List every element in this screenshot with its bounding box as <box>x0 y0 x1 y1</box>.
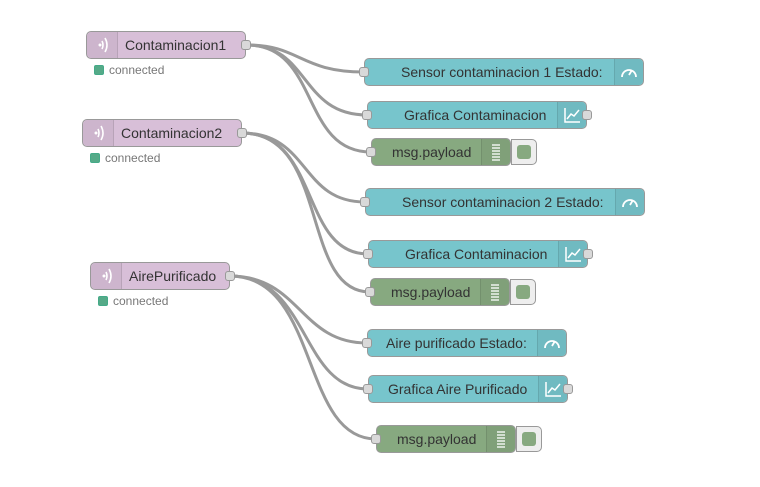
line-chart-icon <box>538 376 567 402</box>
node-label: Sensor contaminacion 2 Estado: <box>402 194 604 210</box>
chart-node-contaminacion-2[interactable]: Grafica Contaminacion <box>363 240 593 268</box>
gauge-node-sensor-2[interactable]: Sensor contaminacion 2 Estado: <box>360 188 645 216</box>
debug-toggle-button[interactable] <box>516 426 542 452</box>
chart-node-contaminacion-1[interactable]: Grafica Contaminacion <box>362 101 592 129</box>
output-port[interactable] <box>563 384 573 394</box>
mqtt-in-node-contaminacion2[interactable]: Contaminacion2 <box>82 119 247 147</box>
debug-node-1[interactable]: msg.payload <box>366 138 511 166</box>
gauge-node-sensor-1[interactable]: Sensor contaminacion 1 Estado: <box>359 58 644 86</box>
node-label: Aire purificado Estado: <box>386 335 527 351</box>
output-port[interactable] <box>583 249 593 259</box>
debug-toggle-button[interactable] <box>510 279 536 305</box>
debug-list-icon <box>480 279 509 305</box>
node-label: Grafica Aire Purificado <box>388 381 528 397</box>
output-port[interactable] <box>225 271 235 281</box>
node-label: Grafica Contaminacion <box>404 107 547 123</box>
node-label: Contaminacion1 <box>125 37 227 53</box>
mqtt-in-node-contaminacion1[interactable]: Contaminacion1 <box>86 31 251 59</box>
input-port[interactable] <box>360 197 370 207</box>
output-port[interactable] <box>237 128 247 138</box>
status-connected-icon <box>98 296 108 306</box>
debug-list-icon <box>481 139 510 165</box>
node-label: msg.payload <box>391 284 471 300</box>
input-port[interactable] <box>363 384 373 394</box>
line-chart-icon <box>557 102 586 128</box>
input-port[interactable] <box>366 147 376 157</box>
mqtt-broadcast-icon <box>83 120 114 146</box>
input-port[interactable] <box>363 249 373 259</box>
status-connected-icon <box>94 65 104 75</box>
line-chart-icon <box>558 241 587 267</box>
chart-node-aire-purificado[interactable]: Grafica Aire Purificado <box>363 375 573 403</box>
output-port[interactable] <box>582 110 592 120</box>
input-port[interactable] <box>365 287 375 297</box>
node-label: msg.payload <box>397 431 477 447</box>
input-port[interactable] <box>371 434 381 444</box>
node-label: msg.payload <box>392 144 472 160</box>
debug-list-icon <box>486 426 515 452</box>
node-label: Contaminacion2 <box>121 125 223 141</box>
input-port[interactable] <box>362 338 372 348</box>
output-port[interactable] <box>241 40 251 50</box>
debug-node-3[interactable]: msg.payload <box>371 425 516 453</box>
mqtt-broadcast-icon <box>87 32 118 58</box>
gauge-icon <box>615 189 644 215</box>
node-label: AirePurificado <box>129 268 217 284</box>
node-label: Grafica Contaminacion <box>405 246 548 262</box>
input-port[interactable] <box>359 67 369 77</box>
mqtt-broadcast-icon <box>91 263 122 289</box>
status-connected-icon <box>90 153 100 163</box>
debug-node-2[interactable]: msg.payload <box>365 278 510 306</box>
debug-toggle-button[interactable] <box>511 139 537 165</box>
input-port[interactable] <box>362 110 372 120</box>
gauge-icon <box>614 59 643 85</box>
gauge-icon <box>537 330 566 356</box>
node-label: Sensor contaminacion 1 Estado: <box>401 64 603 80</box>
gauge-node-aire-purificado[interactable]: Aire purificado Estado: <box>362 329 567 357</box>
mqtt-in-node-airepurificado[interactable]: AirePurificado <box>90 262 235 290</box>
